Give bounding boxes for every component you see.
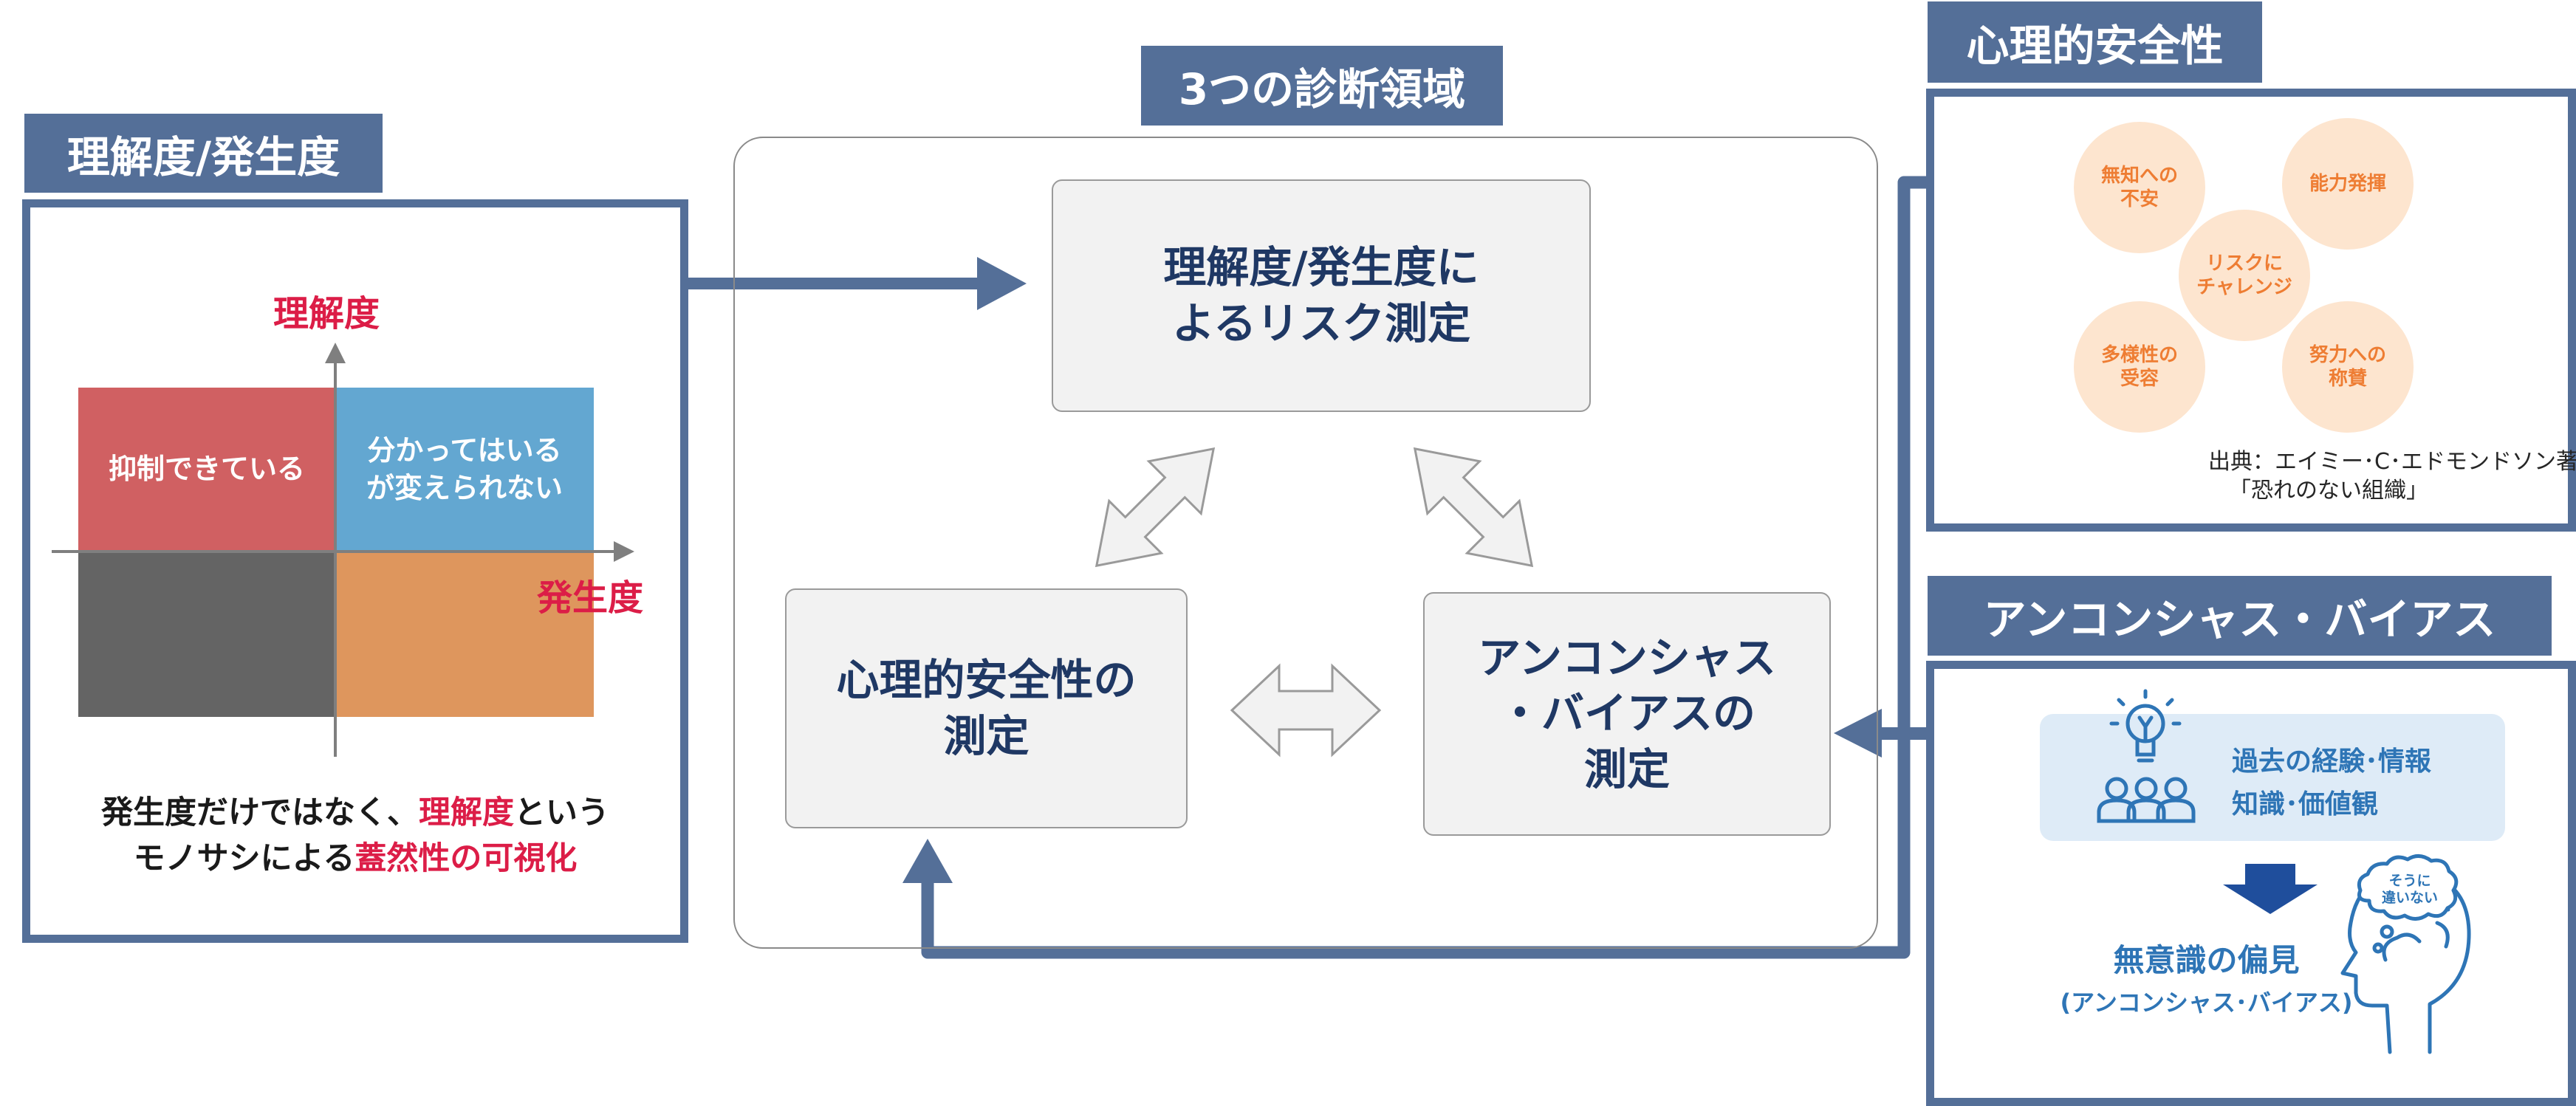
head-thinking-icon — [2340, 854, 2471, 1054]
thought-bubble-text: そうに 違いない — [2381, 873, 2438, 906]
x-axis-label: 発生度 — [537, 577, 644, 619]
down-arrow-icon — [2223, 864, 2318, 914]
connector-bias-to-right-head — [1834, 709, 1882, 758]
quadrant-bottom-left — [78, 552, 335, 717]
y-axis-arrow-icon — [325, 343, 346, 363]
double-arrow-top-right-icon — [1413, 447, 1534, 568]
connector-psych-to-left — [921, 176, 1935, 959]
circle-praise-effort: 努力への称賛 — [2282, 301, 2414, 433]
circle-fear-of-ignorance: 無知への不安 — [2074, 122, 2205, 253]
double-arrow-top-left-icon — [1095, 447, 1216, 568]
psych-safety-measurement-box: 心理的安全性の測定 — [785, 588, 1188, 828]
circle-risk-challenge: リスクにチャレンジ — [2179, 210, 2310, 341]
psych-safety-title: 心理的安全性 — [1928, 1, 2262, 83]
understanding-caption: 発生度だけではなく、理解度という モノサシによる蓋然性の可視化 — [101, 794, 609, 878]
quadrant-bottom-right — [335, 552, 594, 717]
connector-left-to-top-head — [977, 257, 1027, 310]
bias-result-text: 無意識の偏見 (アンコンシャス･バイアス) — [2060, 942, 2353, 1017]
diagnosis-area-frame — [733, 137, 1878, 949]
lightbulb-icon — [2109, 689, 2182, 763]
double-arrow-horizontal-icon — [1230, 663, 1382, 758]
circle-ability: 能力発揮 — [2282, 118, 2414, 250]
quadrant-top-left: 抑制できている — [78, 388, 335, 552]
understanding-panel-title: 理解度/発生度 — [24, 114, 383, 193]
circle-diversity: 多様性の受容 — [2074, 301, 2205, 433]
x-axis-arrow-icon — [614, 541, 634, 562]
connector-left-to-top — [683, 278, 982, 289]
bias-info-text: 過去の経験･情報 知識･価値観 — [2232, 746, 2432, 820]
connector-bias-to-right — [1879, 727, 1935, 740]
risk-measurement-box: 理解度/発生度によるリスク測定 — [1052, 179, 1591, 412]
people-group-icon — [2097, 777, 2196, 823]
diagnosis-area-title: 3つの診断領域 — [1141, 46, 1503, 126]
bias-measurement-box: アンコンシャス・バイアスの測定 — [1423, 592, 1831, 836]
quadrant-top-right: 分かってはいるが変えられない — [335, 388, 594, 552]
connector-psych-to-left-head — [902, 839, 953, 883]
bias-panel-title: アンコンシャス・バイアス — [1928, 576, 2552, 656]
y-axis-label: 理解度 — [273, 293, 380, 334]
psych-safety-source: 出典：エイミー･C･エドモンドソン著 「恐れのない組織」 — [2208, 449, 2576, 504]
